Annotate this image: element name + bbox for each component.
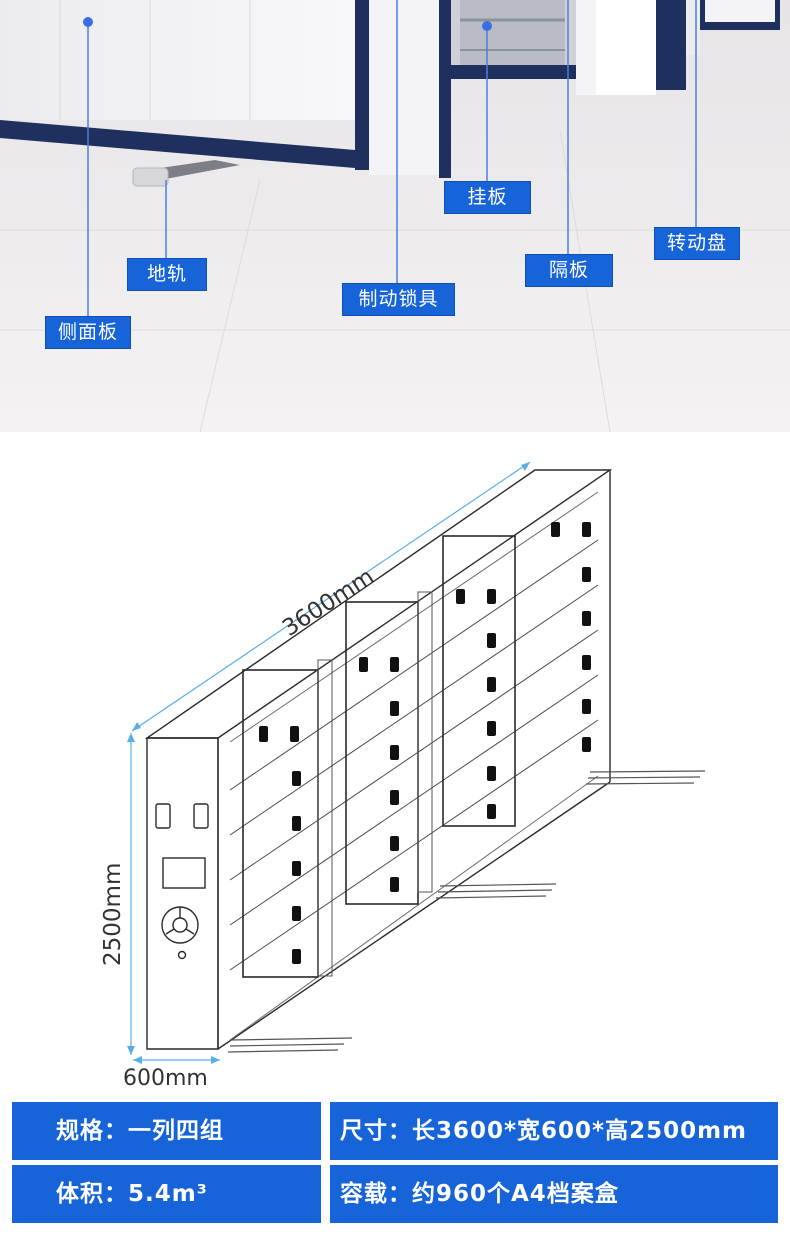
ground-rail — [132, 160, 240, 187]
spec-box-volume: 体积：5.4m³ — [12, 1165, 321, 1223]
drawer-tabs — [259, 522, 591, 964]
label-ground-rail: 地轨 — [127, 258, 207, 291]
spec-box-capacity: 容载：约960个A4档案盒 — [330, 1165, 778, 1223]
middle-cabinet — [451, 0, 780, 95]
label-side-panel: 侧面板 — [45, 316, 131, 349]
height-dimension-label: 2500mm — [100, 862, 126, 966]
product-photo — [0, 0, 790, 432]
cabinet-top — [144, 469, 613, 739]
callout-pointers — [83, 0, 697, 316]
cabinet-line-drawing — [127, 461, 706, 1064]
label-partition: 隔板 — [525, 254, 613, 287]
depth-dimension-label: 600mm — [123, 1066, 208, 1091]
dimension-lines — [127, 461, 531, 1064]
label-brake-lock: 制动锁具 — [342, 283, 455, 316]
spec-box-configuration: 规格：一列四组 — [12, 1102, 321, 1160]
cabinet-outline — [146, 737, 219, 1050]
label-turn-disc: 转动盘 — [654, 227, 740, 260]
label-hanging-board: 挂板 — [444, 181, 531, 214]
spec-box-size: 尺寸：长3600*宽600*高2500mm — [330, 1102, 778, 1160]
